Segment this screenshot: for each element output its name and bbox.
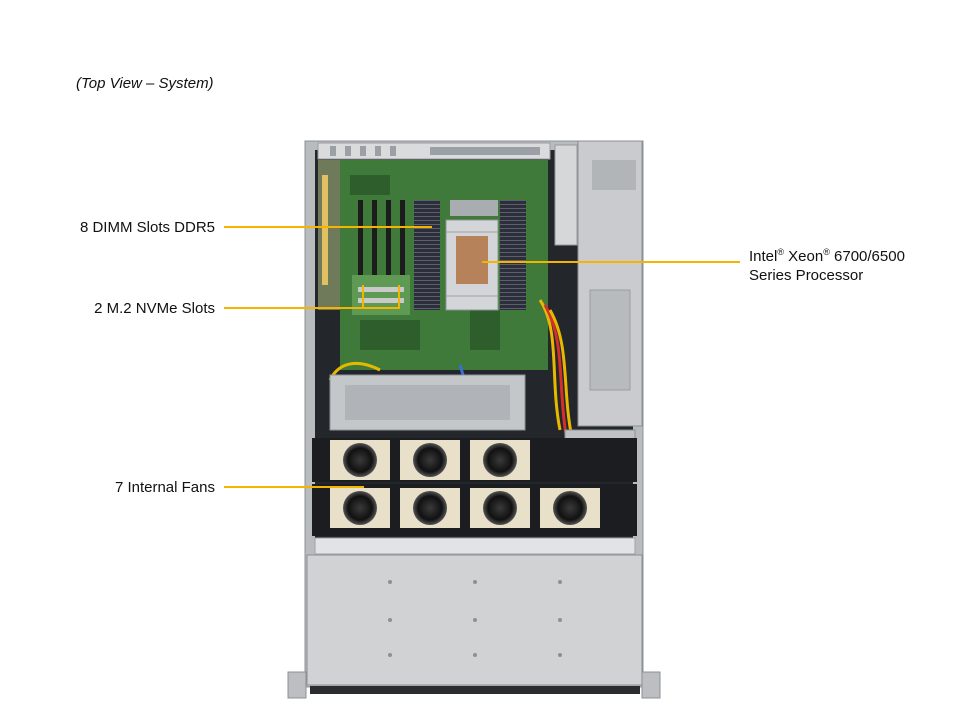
m2-nvme-area — [352, 275, 410, 315]
callout-processor: Intel® Xeon® 6700/6500 Series Processor — [749, 243, 905, 285]
leader-nvme-tick-1 — [362, 285, 364, 309]
pcie-riser — [318, 160, 340, 310]
front-handle-right — [641, 671, 661, 699]
dimm-bank-left — [414, 200, 440, 310]
leader-processor — [482, 261, 740, 263]
leader-nvme-tick-2 — [398, 285, 400, 309]
fan-6 — [470, 488, 530, 528]
fan-7 — [540, 488, 600, 528]
callout-processor-line2: Series Processor — [749, 267, 864, 284]
figure-caption: (Top View – System) — [76, 75, 214, 92]
fan-1 — [330, 440, 390, 480]
leader-dimm — [224, 226, 432, 228]
callout-internal-fans: 7 Internal Fans — [114, 479, 215, 496]
fan-3 — [470, 440, 530, 480]
leader-fans — [224, 486, 364, 488]
callout-processor-line1: Intel® Xeon® 6700/6500 — [749, 247, 905, 265]
leader-nvme — [224, 307, 400, 309]
front-handle-left — [287, 671, 307, 699]
callout-nvme-slots: 2 M.2 NVMe Slots — [94, 300, 215, 317]
fan-5 — [400, 488, 460, 528]
callout-dimm-slots: 8 DIMM Slots DDR5 — [79, 219, 215, 236]
dimm-bank-right — [500, 200, 526, 310]
fan-4 — [330, 488, 390, 528]
fan-2 — [400, 440, 460, 480]
